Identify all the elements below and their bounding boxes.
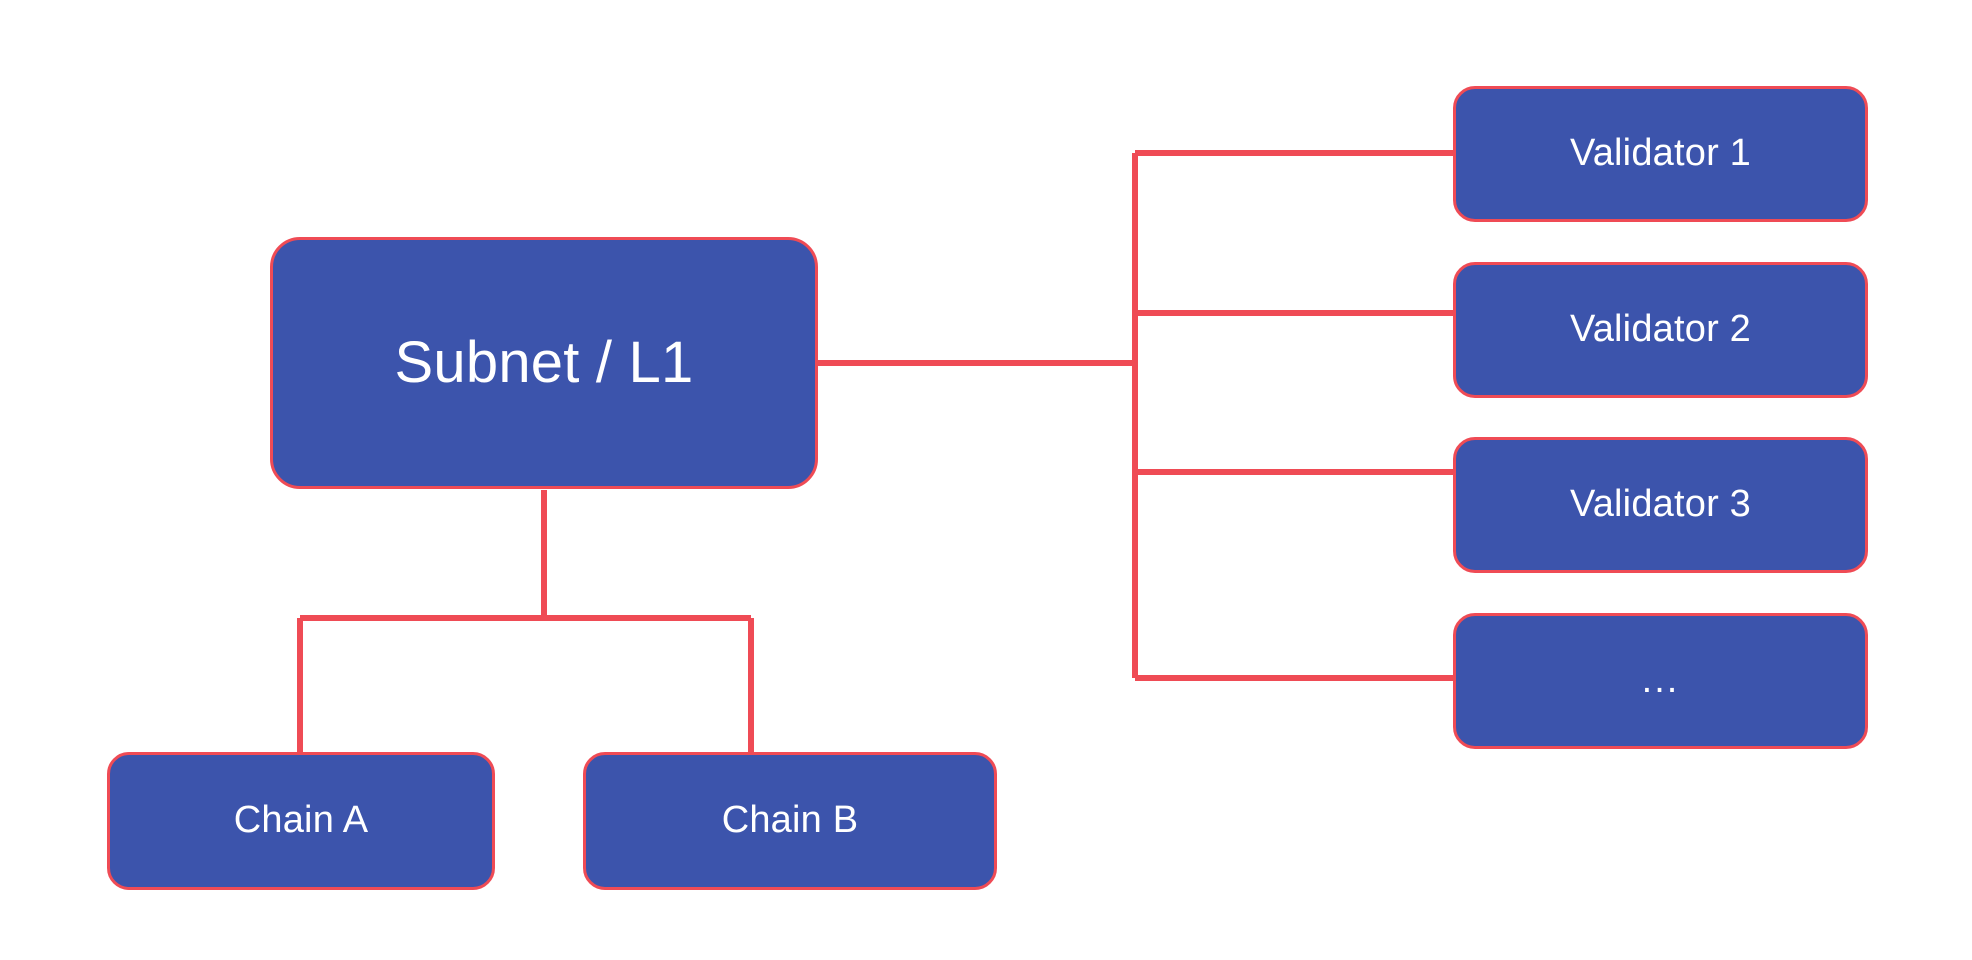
node-validator-1-label: Validator 1 <box>1569 132 1752 175</box>
node-validator-2-label: Validator 2 <box>1569 308 1752 351</box>
node-chain-b[interactable]: Chain B <box>583 752 997 890</box>
node-chain-b-label: Chain B <box>721 799 859 842</box>
node-validator-more[interactable]: ... <box>1453 613 1868 749</box>
node-validator-3-label: Validator 3 <box>1569 483 1752 526</box>
node-validator-1[interactable]: Validator 1 <box>1453 86 1868 222</box>
node-subnet-l1-label: Subnet / L1 <box>394 330 694 396</box>
node-validator-more-label: ... <box>1641 659 1680 702</box>
node-chain-a[interactable]: Chain A <box>107 752 495 890</box>
node-chain-a-label: Chain A <box>233 799 369 842</box>
node-validator-3[interactable]: Validator 3 <box>1453 437 1868 573</box>
node-validator-2[interactable]: Validator 2 <box>1453 262 1868 398</box>
node-subnet-l1[interactable]: Subnet / L1 <box>270 237 818 489</box>
